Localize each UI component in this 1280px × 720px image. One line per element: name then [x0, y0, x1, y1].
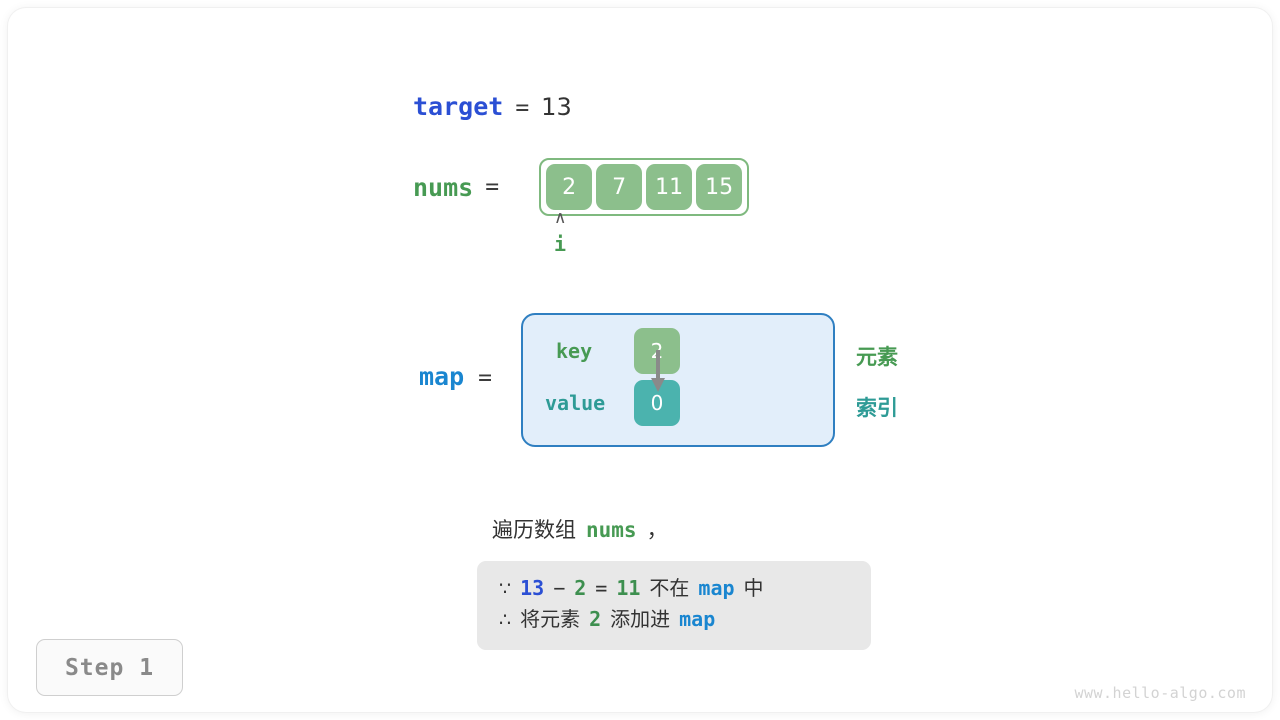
explanation-line-2: ∴ 将元素 2 添加进 map [499, 604, 849, 635]
array-cell: 11 [646, 164, 693, 210]
explain-added-number: 2 [589, 607, 602, 632]
explain-map-code-1: map [698, 576, 735, 600]
explanation-box: ∵ 13 − 2 = 11 不在 map 中 ∴ 将元素 2 添加进 map [477, 561, 871, 650]
explain-in-text: 中 [743, 576, 764, 600]
explain-add-into-text: 添加进 [610, 607, 671, 632]
caption-text-prefix: 遍历数组 [492, 518, 576, 542]
explain-not-in-text: 不在 [649, 576, 690, 600]
caption-code-nums: nums [586, 518, 637, 542]
watermark: www.hello-algo.com [1074, 684, 1246, 702]
nums-array-container: 2 7 11 15 [539, 158, 750, 216]
map-value-label: value [545, 391, 606, 415]
step-badge-label: Step 1 [64, 654, 155, 681]
explain-minus-operator: − [553, 576, 566, 600]
nums-variable-label: nums [413, 172, 474, 202]
explain-complement-value: 11 [616, 576, 641, 600]
step-badge: Step 1 [36, 639, 183, 696]
legend-index-label: 索引 [856, 396, 898, 420]
map-equals-sign: = [478, 365, 493, 391]
therefore-symbol-icon: ∴ [499, 609, 512, 632]
key-to-value-arrow-icon [651, 350, 665, 392]
caption-line: 遍历数组 nums ， [492, 514, 668, 544]
explain-current-element: 2 [574, 576, 587, 600]
target-value: 13 [541, 93, 572, 121]
array-cell: 7 [596, 164, 643, 210]
map-key-label: key [556, 339, 593, 363]
because-symbol-icon: ∵ [499, 578, 512, 600]
caption-suffix: ， [646, 518, 668, 542]
target-assignment-row: target = 13 [413, 92, 572, 121]
explain-add-element-text: 将元素 [520, 607, 581, 632]
legend-element-label: 元素 [856, 345, 898, 369]
explain-map-code-2: map [679, 607, 716, 632]
nums-equals-sign: = [485, 174, 500, 200]
array-cell: 15 [696, 164, 743, 210]
index-pointer-label: i [554, 232, 567, 256]
map-assignment-row: map = [419, 362, 492, 391]
explanation-line-1: ∵ 13 − 2 = 11 不在 map 中 [499, 573, 849, 604]
map-variable-label: map [419, 362, 465, 391]
array-cell: 2 [546, 164, 593, 210]
index-caret-icon: ∧ [554, 208, 567, 228]
target-variable-label: target [413, 92, 504, 121]
nums-assignment-row: nums = 2 7 11 15 [413, 158, 750, 216]
explain-equals-operator: = [595, 576, 608, 600]
explain-target-value: 13 [520, 576, 545, 600]
target-equals-sign: = [515, 95, 530, 121]
